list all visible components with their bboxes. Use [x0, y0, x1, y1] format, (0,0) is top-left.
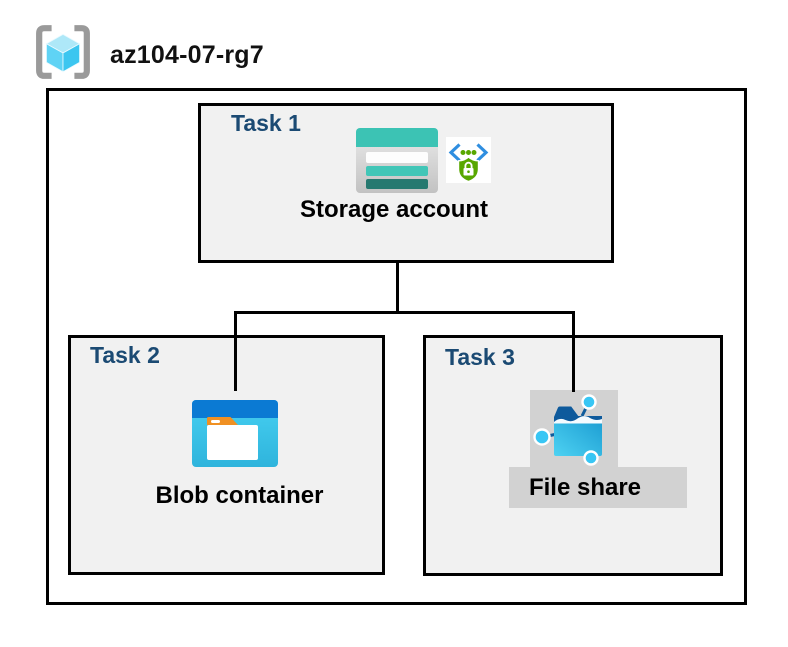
connector-storage-stem — [396, 261, 399, 313]
blob-container-icon — [192, 400, 278, 467]
blob-container-label: Blob container — [155, 482, 324, 509]
task2-box: Task 2 Blob container — [68, 335, 385, 575]
secure-endpoint-icon — [446, 137, 491, 183]
resource-group-title: az104-07-rg7 — [110, 41, 264, 69]
task1-box: Task 1 Storage account — [198, 103, 614, 263]
connector-to-file-share — [572, 311, 575, 392]
task3-label: Task 3 — [445, 344, 515, 370]
file-share-label: File share — [528, 473, 642, 501]
file-share-icon — [533, 394, 602, 466]
storage-account-icon — [356, 128, 438, 193]
file-share-tile — [530, 390, 618, 468]
connector-horizontal — [234, 311, 575, 314]
resource-group-icon — [36, 25, 90, 79]
task2-label: Task 2 — [90, 342, 160, 368]
task1-label: Task 1 — [231, 110, 301, 136]
storage-account-label: Storage account — [299, 196, 489, 223]
resource-group-header: az104-07-rg7 — [0, 0, 788, 88]
connector-to-blob-container — [234, 311, 237, 391]
file-share-label-bar: File share — [509, 467, 687, 508]
